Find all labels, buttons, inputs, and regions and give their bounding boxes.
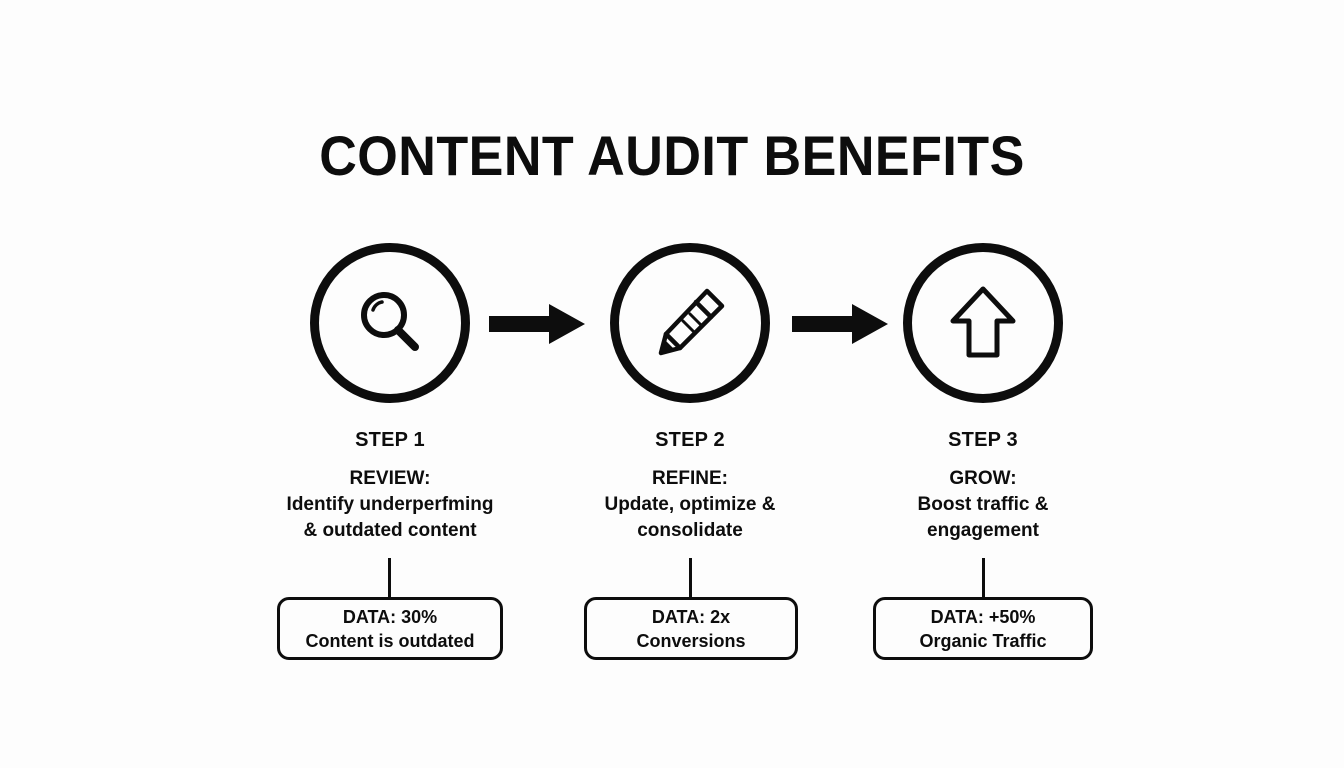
step-2-text-block: STEP 2 REFINE: Update, optimize & consol…: [540, 428, 840, 544]
step-2-label: STEP 2: [655, 429, 725, 451]
step-2-data-box: DATA: 2x Conversions: [584, 597, 798, 660]
step-2-circle: [610, 243, 770, 403]
step-2-desc-line-2: consolidate: [637, 520, 743, 541]
step-3-data-box: DATA: +50% Organic Traffic: [873, 597, 1093, 660]
page-title: CONTENT AUDIT BENEFITS: [319, 123, 1025, 187]
step-3-circle: [903, 243, 1063, 403]
pencil-icon: [650, 283, 730, 363]
step-2-desc-line-1: Update, optimize &: [604, 494, 776, 515]
step-2-action: REFINE:: [652, 468, 728, 489]
step-1-desc-line-1: Identify underperfming: [286, 494, 494, 515]
step-1-data-primary: DATA: 30%: [342, 606, 438, 627]
step-1-text-block: STEP 1 REVIEW: Identify underperfming & …: [240, 428, 540, 544]
step-2-data-primary: DATA: 2x: [651, 606, 731, 627]
arrow-right-icon: [489, 304, 585, 344]
step-3-data-secondary: Organic Traffic: [919, 630, 1047, 651]
step-1-data-box: DATA: 30% Content is outdated: [277, 597, 503, 660]
step-flow-row: [0, 243, 1344, 405]
arrow-right-icon: [792, 304, 888, 344]
step-3-data-primary: DATA: +50%: [930, 606, 1036, 627]
up-arrow-icon: [947, 283, 1019, 363]
step-1-desc-line-2: & outdated content: [303, 520, 477, 541]
step-3-desc-line-2: engagement: [927, 520, 1039, 541]
connector-stem-3: [982, 558, 985, 598]
step-2-data-secondary: Conversions: [636, 630, 746, 651]
magnifying-glass-icon: [352, 285, 428, 361]
step-1-data-secondary: Content is outdated: [305, 630, 475, 651]
connector-stem-2: [689, 558, 692, 598]
step-1-label: STEP 1: [355, 429, 425, 451]
step-1-circle: [310, 243, 470, 403]
flow-arrow-1: [489, 304, 585, 344]
step-3-text-block: STEP 3 GROW: Boost traffic & engagement: [833, 428, 1133, 544]
step-1-action: REVIEW:: [349, 468, 431, 489]
connector-stem-1: [388, 558, 391, 598]
flow-arrow-2: [792, 304, 888, 344]
step-3-label: STEP 3: [948, 429, 1018, 451]
step-3-action: GROW:: [949, 468, 1017, 489]
step-3-desc-line-1: Boost traffic &: [917, 494, 1049, 515]
